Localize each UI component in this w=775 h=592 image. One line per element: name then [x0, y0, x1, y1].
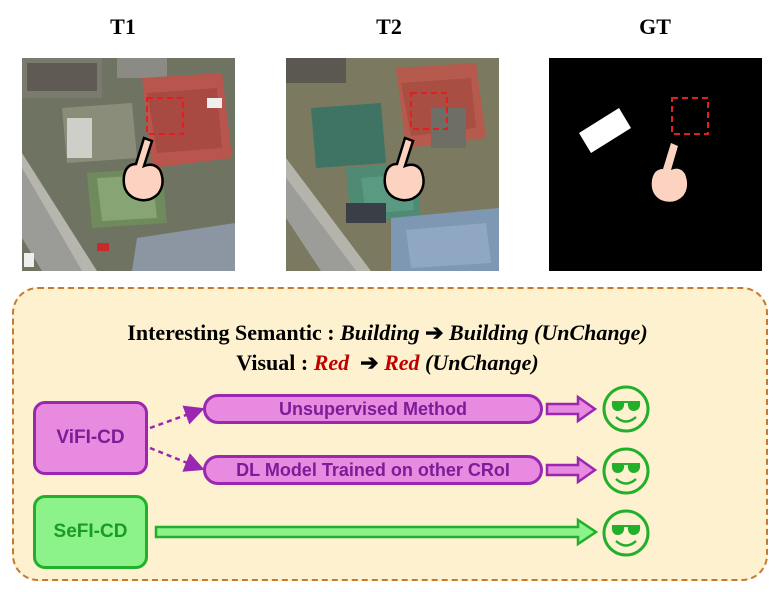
semantic-line: Interesting Semantic : Building ➔ Buildi…: [127, 320, 648, 345]
t2-image: [286, 58, 499, 271]
smiley-sunglasses-icon: [602, 385, 650, 433]
arrow-sefi: [154, 517, 599, 547]
gt-image: [549, 58, 762, 271]
smiley-sunglasses-icon: [602, 447, 650, 495]
pointing-hand-icon: [122, 136, 164, 202]
arrow-dl-model: [545, 455, 598, 485]
title-t1: T1: [110, 14, 136, 39]
unsupervised-method-pill: Unsupervised Method: [203, 394, 543, 424]
visual-line: Visual : Red ➔ Red (UnChange): [236, 350, 539, 375]
smiley-sunglasses-icon: [602, 509, 650, 557]
sefi-cd-box: SeFI-CD: [33, 495, 148, 569]
arrow-unsupervised: [545, 394, 598, 424]
dl-model-pill: DL Model Trained on other CRoI: [203, 455, 543, 485]
pointing-hand-icon: [651, 143, 688, 202]
t1-image: [22, 58, 235, 271]
pointing-hand-icon: [383, 136, 425, 202]
title-t2: T2: [376, 14, 402, 39]
vifi-cd-box: ViFI-CD: [33, 401, 148, 475]
title-gt: GT: [639, 14, 671, 39]
